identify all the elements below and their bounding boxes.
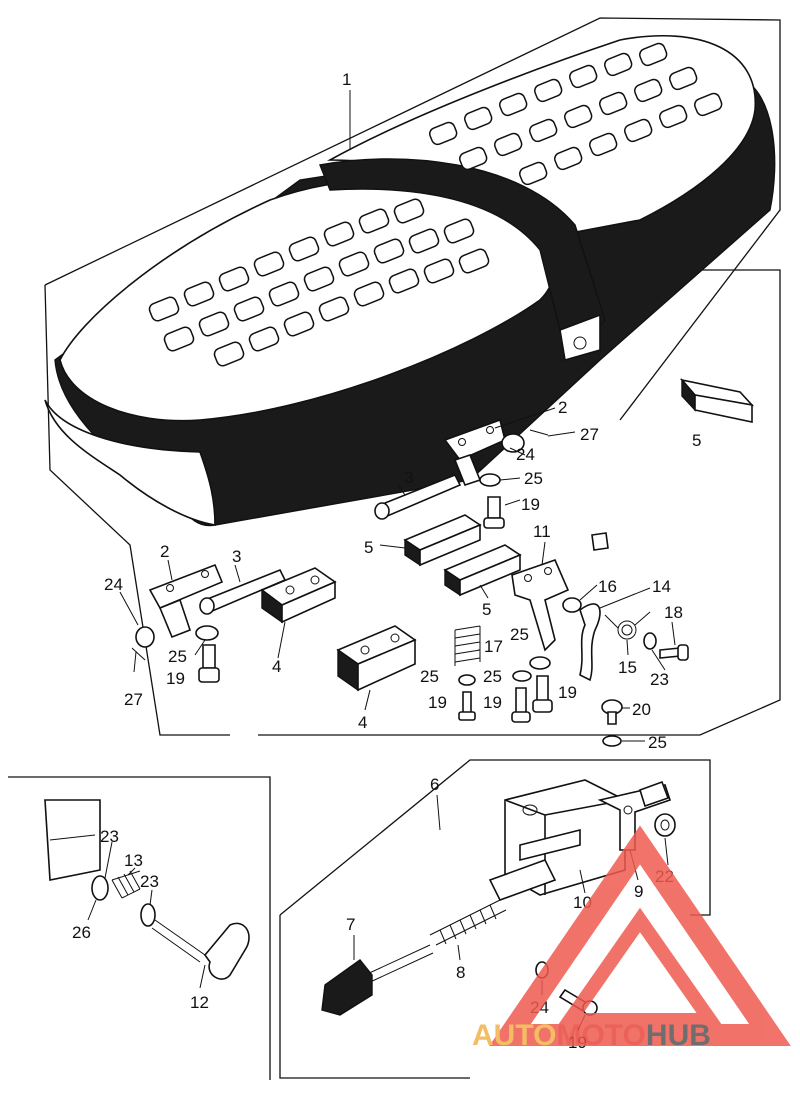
watermark-triangle (489, 825, 791, 1046)
nut-22 (654, 813, 676, 837)
callout-lever: 14 (652, 577, 671, 596)
svg-text:AUTOMOTOHUB: AUTOMOTOHUB (472, 1019, 711, 1052)
bolts (198, 496, 689, 725)
callout-pin-27-a: 27 (124, 690, 143, 709)
damper-5-bottom (443, 544, 522, 597)
screw-20 (601, 699, 623, 725)
pin-right (374, 473, 462, 520)
callout-pin-26: 26 (72, 923, 91, 942)
leader-lines (87, 90, 676, 1031)
seat-quilt-rear (429, 42, 723, 186)
callout-lock-assembly: 6 (430, 775, 439, 794)
callout-bolt-19-d: 19 (483, 693, 502, 712)
callout-washer-25-d: 25 (483, 667, 502, 686)
watermark-auto: AUTO (472, 1019, 556, 1052)
callout-bolt-19-a: 19 (521, 495, 540, 514)
watermark: AUTOMOTOHUB (472, 825, 791, 1052)
callout-washer-25-a: 25 (524, 469, 543, 488)
callout-washer-25-c: 25 (420, 667, 439, 686)
callout-spring-lock: 8 (456, 963, 465, 982)
knob (321, 944, 434, 1016)
callout-bolt-18: 18 (664, 603, 683, 622)
callout-pin-right: 3 (404, 468, 413, 487)
watermark-hub: HUB (646, 1019, 711, 1052)
seat-quilt-front (148, 198, 490, 367)
washers (135, 433, 657, 747)
callout-seat: 1 (342, 70, 351, 89)
callout-pin-27-b: 27 (580, 425, 599, 444)
callout-damper-left-bottom: 4 (358, 713, 367, 732)
watermark-moto: MOTO (556, 1019, 645, 1052)
callout-hinge-plate: 11 (533, 522, 551, 541)
callout-washer-25-b: 25 (168, 647, 187, 666)
bolt-19-right-upper (483, 496, 505, 529)
spring-cushion (454, 625, 481, 666)
damper-4-bottom (336, 625, 417, 692)
callout-washer-24-b: 24 (516, 445, 535, 464)
callout-washer-25-e: 25 (510, 625, 529, 644)
hook-assembly (44, 799, 250, 980)
pins-27 (131, 429, 549, 661)
seat (44, 34, 776, 527)
callout-pin-left: 3 (232, 547, 241, 566)
bracket-left (148, 563, 224, 639)
bolt-18 (659, 644, 689, 661)
bolt-19-mid-a (458, 691, 476, 721)
screw-top-cap (591, 532, 609, 551)
bolt-19-mid-b (511, 687, 531, 723)
callout-damper-mid-top: 5 (364, 538, 373, 557)
callout-bolt-19-b: 19 (166, 669, 185, 688)
bolt-19-mid-c (532, 675, 553, 713)
watermark-logo-icon (489, 825, 791, 1046)
callout-knob: 7 (346, 915, 355, 934)
callout-washer-25-f: 25 (648, 733, 667, 752)
callout-screw-20: 20 (632, 700, 651, 719)
callout-bolt-19-e: 19 (558, 683, 577, 702)
callout-spring-cushion: 17 (484, 637, 503, 656)
callout-spring-hook: 13 (124, 851, 143, 870)
callout-spring-lever: 15 (618, 658, 637, 677)
callout-damper-mid-bottom: 5 (482, 600, 491, 619)
damper-4-top (260, 567, 337, 624)
callout-bracket-right: 2 (558, 398, 567, 417)
lock-body (488, 859, 557, 901)
lever (579, 603, 601, 682)
collar (562, 597, 582, 613)
callout-damper-left-top: 4 (272, 657, 281, 676)
callout-washer-23-c: 23 (140, 872, 159, 891)
callout-bolt-19-c: 19 (428, 693, 447, 712)
spring-lever (604, 611, 651, 640)
callout-washer-23-a: 23 (650, 670, 669, 689)
spring-hook (111, 870, 141, 899)
callout-collar: 16 (598, 577, 617, 596)
spring-lock (429, 899, 507, 946)
callout-bracket-left: 2 (160, 542, 169, 561)
callout-washer-24-a: 24 (104, 575, 123, 594)
callout-damper-far-right: 5 (692, 431, 701, 450)
callout-lock-plate: 9 (634, 882, 643, 901)
callout-hook: 12 (190, 993, 209, 1012)
hook (151, 919, 250, 980)
bolt-19-left (198, 644, 220, 683)
damper-5-far-right (679, 378, 755, 423)
callout-washer-23-b: 23 (100, 827, 119, 846)
damper-5-top (403, 514, 482, 567)
hinge-plate (511, 558, 570, 652)
